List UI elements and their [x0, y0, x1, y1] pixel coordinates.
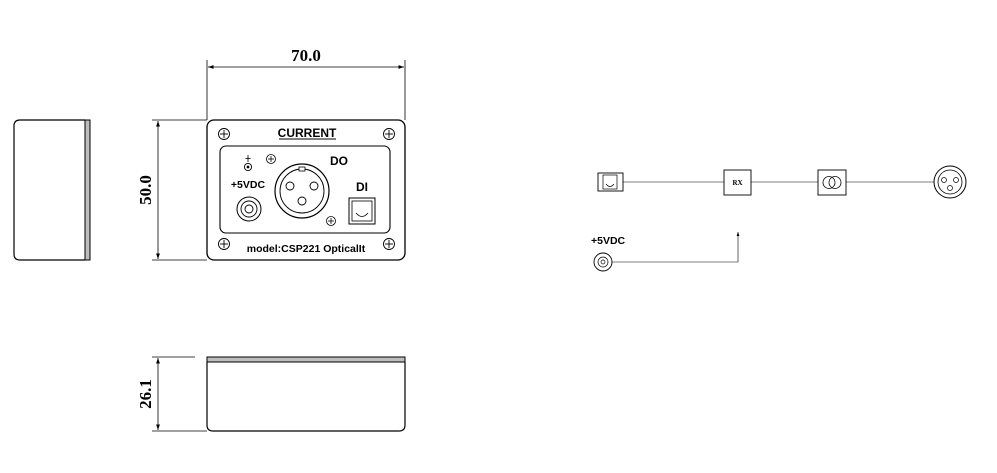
receiver-label: RX [732, 179, 742, 187]
panel-title: CURRENT [278, 126, 337, 140]
transformer-icon [817, 169, 847, 196]
screw-icon [266, 154, 276, 164]
dc-jack-icon [236, 196, 262, 222]
power-feed-arrow [612, 232, 740, 263]
polarity-symbol-icon [243, 155, 253, 172]
power-label: +5VDC [591, 235, 626, 247]
power-label: +5VDC [231, 179, 266, 191]
receiver-block: RX [723, 169, 752, 196]
xlr-connector-icon [933, 165, 967, 199]
signal-flow-diagram: RX +5VDC [591, 165, 967, 272]
optical-input-icon [597, 172, 624, 192]
side-view [13, 119, 91, 261]
dc-jack-icon [593, 252, 613, 272]
bottom-view [206, 356, 406, 432]
screw-icon [383, 128, 395, 140]
front-panel: CURRENT +5VDC [206, 119, 406, 261]
width-dimension: 70.0 [206, 46, 406, 120]
height-value: 50.0 [136, 175, 155, 205]
xlr-connector-icon [274, 163, 330, 219]
model-label: model:CSP221 OpticalIt [247, 243, 366, 255]
width-value: 70.0 [291, 46, 321, 65]
screw-icon [218, 128, 230, 140]
screw-icon [326, 216, 336, 226]
input-label: DI [356, 180, 368, 194]
depth-value: 26.1 [136, 379, 155, 409]
screw-icon [218, 238, 230, 250]
optical-input-icon [348, 197, 376, 225]
output-label: DO [330, 154, 348, 168]
screw-icon [383, 238, 395, 250]
depth-dimension: 26.1 [136, 356, 207, 432]
height-dimension: 50.0 [136, 119, 207, 261]
